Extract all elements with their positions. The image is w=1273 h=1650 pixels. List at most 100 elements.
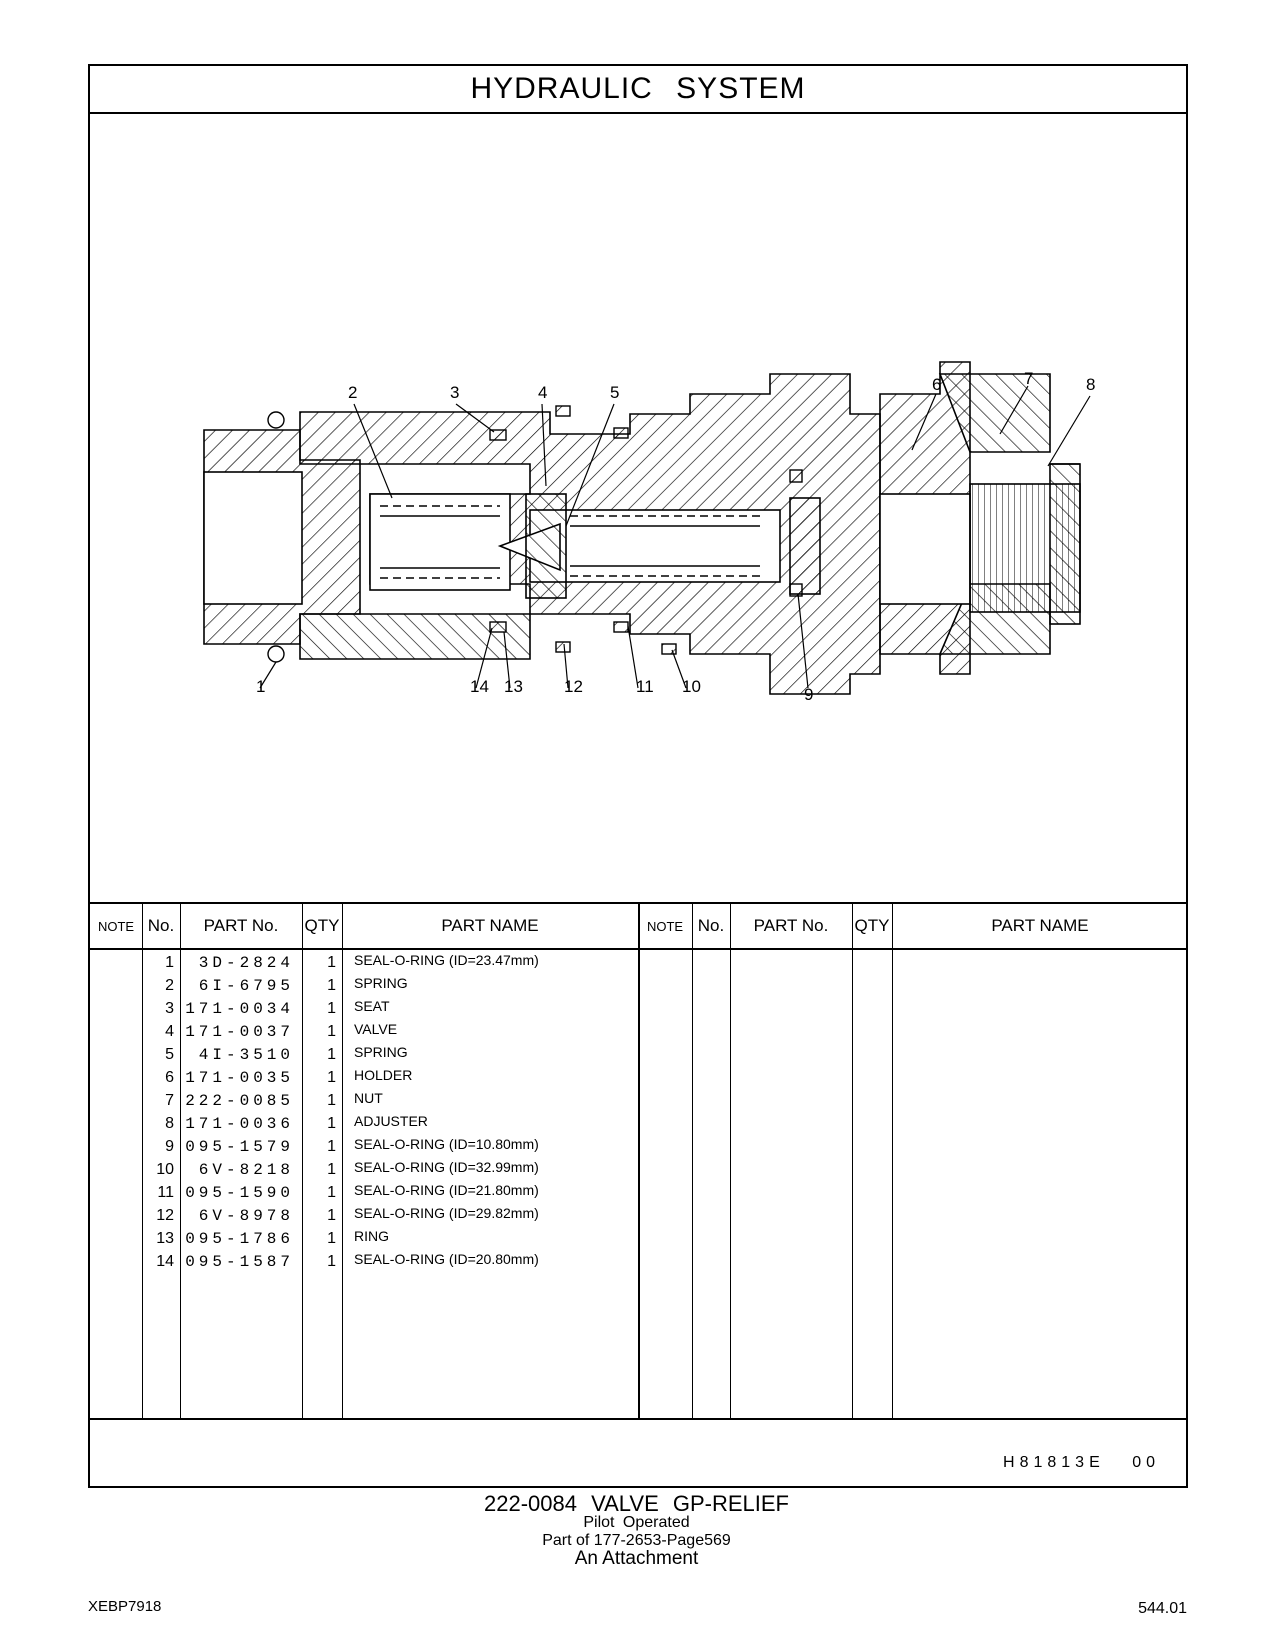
parts-list-table: NOTE No. PART No. QTY PART NAME NOTE No.… (90, 902, 1186, 1420)
item-number: 3 (165, 1000, 174, 1017)
table-row: 12 6V-8978 1 SEAL-O-RING (ID=29.82mm) (90, 1205, 1186, 1228)
part-number: 6I-6795 (198, 977, 294, 995)
caption-title: 222-0084 VALVE GP-RELIEF (484, 1491, 789, 1516)
table-row: 1 3D-2824 1 SEAL-O-RING (ID=23.47mm) (90, 952, 1186, 975)
table-row: 10 6V-8218 1 SEAL-O-RING (ID=32.99mm) (90, 1159, 1186, 1182)
quantity: 1 (327, 1092, 336, 1109)
callout-4: 4 (538, 383, 547, 402)
callout-10: 10 (682, 677, 701, 696)
callout-11: 11 (636, 677, 654, 696)
table-row: 14 095-1587 1 SEAL-O-RING (ID=20.80mm) (90, 1251, 1186, 1274)
quantity: 1 (327, 1184, 336, 1201)
part-name: SEAL-O-RING (ID=21.80mm) (354, 1182, 539, 1198)
item-number: 2 (165, 977, 174, 994)
quantity: 1 (327, 1000, 336, 1017)
callout-1: 1 (256, 677, 265, 696)
callout-3: 3 (450, 383, 459, 402)
quantity: 1 (327, 1069, 336, 1086)
item-number: 7 (165, 1092, 174, 1109)
part-name: SEAL-O-RING (ID=23.47mm) (354, 952, 539, 968)
callout-12: 12 (564, 677, 583, 696)
quantity: 1 (327, 1138, 336, 1155)
quantity: 1 (327, 1230, 336, 1247)
item-number: 11 (157, 1184, 174, 1201)
callout-14: 14 (470, 677, 489, 696)
item-number: 4 (165, 1023, 174, 1040)
table-row: 13 095-1786 1 RING (90, 1228, 1186, 1251)
part-number: 3D-2824 (198, 954, 294, 972)
header-part-name-right: PART NAME (991, 916, 1089, 935)
table-row: 8 171-0036 1 ADJUSTER (90, 1113, 1186, 1136)
quantity: 1 (327, 977, 336, 994)
header-no-right: No. (697, 916, 725, 935)
part-name: VALVE (354, 1021, 398, 1037)
part-number: 171-0034 (185, 1000, 294, 1018)
header-qty-left: QTY (304, 916, 340, 935)
item-number: 9 (165, 1138, 174, 1155)
part-name: SPRING (354, 975, 408, 991)
part-name: RING (354, 1228, 389, 1244)
caption-attachment: An Attachment (574, 1548, 699, 1569)
part-number: 095-1579 (185, 1138, 294, 1156)
part-number: 6V-8218 (198, 1161, 294, 1179)
part-name: SEAL-O-RING (ID=20.80mm) (354, 1251, 539, 1267)
callout-7: 7 (1024, 369, 1033, 388)
callout-8: 8 (1086, 375, 1095, 394)
table-row: 11 095-1590 1 SEAL-O-RING (ID=21.80mm) (90, 1182, 1186, 1205)
item-number: 5 (165, 1046, 174, 1063)
part-name: HOLDER (354, 1067, 413, 1083)
quantity: 1 (327, 1161, 336, 1178)
quantity: 1 (327, 1046, 336, 1063)
part-number: 6V-8978 (198, 1207, 294, 1225)
item-number: 1 (165, 954, 174, 971)
valve-drawing: 2 3 4 5 6 7 8 1 14 13 12 11 10 9 (203, 361, 1095, 704)
part-name: SEAL-O-RING (ID=29.82mm) (354, 1205, 539, 1221)
header-part-no-right: PART No. (753, 916, 829, 935)
item-number: 8 (165, 1115, 174, 1132)
table-header-row: NOTE No. PART No. QTY PART NAME NOTE No.… (90, 904, 1186, 950)
document-id: XEBP7918 (88, 1598, 162, 1615)
part-number: 095-1590 (185, 1184, 294, 1202)
part-name: SEAL-O-RING (ID=32.99mm) (354, 1159, 539, 1175)
header-note-left: NOTE (97, 918, 135, 934)
item-number: 10 (156, 1161, 174, 1178)
part-name: SPRING (354, 1044, 408, 1060)
part-number: 095-1587 (185, 1253, 294, 1271)
quantity: 1 (327, 1023, 336, 1040)
table-row: 2 6I-6795 1 SPRING (90, 975, 1186, 998)
callout-13: 13 (504, 677, 523, 696)
part-number: 171-0036 (185, 1115, 294, 1133)
quantity: 1 (327, 1115, 336, 1132)
table-row: 3 171-0034 1 SEAT (90, 998, 1186, 1021)
callout-2: 2 (348, 383, 357, 402)
page-title: HYDRAULIC SYSTEM (90, 66, 1186, 114)
callout-5: 5 (610, 383, 619, 402)
item-number: 13 (156, 1230, 174, 1247)
drawing-code: H81813E 00 (1003, 1454, 1160, 1471)
item-number: 6 (165, 1069, 174, 1086)
part-number: 4I-3510 (198, 1046, 294, 1064)
quantity: 1 (327, 1207, 336, 1224)
table-row: 5 4I-3510 1 SPRING (90, 1044, 1186, 1067)
parts-sheet-frame: HYDRAULIC SYSTEM (88, 64, 1188, 1488)
item-number: 12 (156, 1207, 174, 1224)
part-name: ADJUSTER (354, 1113, 428, 1129)
valve-cross-section-diagram: 2 3 4 5 6 7 8 1 14 13 12 11 10 9 (90, 114, 1186, 902)
part-name: SEAT (354, 998, 390, 1014)
caption-part-of: Part of 177-2653-Page569 (542, 1532, 731, 1549)
header-note-right: NOTE (646, 918, 684, 934)
part-name: SEAL-O-RING (ID=10.80mm) (354, 1136, 539, 1152)
callout-9: 9 (804, 685, 813, 704)
header-part-name-left: PART NAME (441, 916, 539, 935)
quantity: 1 (327, 954, 336, 971)
header-qty-right: QTY (854, 916, 890, 935)
caption-subtitle: Pilot Operated (583, 1514, 690, 1531)
part-number: 095-1786 (185, 1230, 294, 1248)
item-number: 14 (156, 1253, 174, 1270)
page-number: 544.01 (1138, 1600, 1187, 1617)
part-name: NUT (354, 1090, 383, 1106)
quantity: 1 (327, 1253, 336, 1270)
